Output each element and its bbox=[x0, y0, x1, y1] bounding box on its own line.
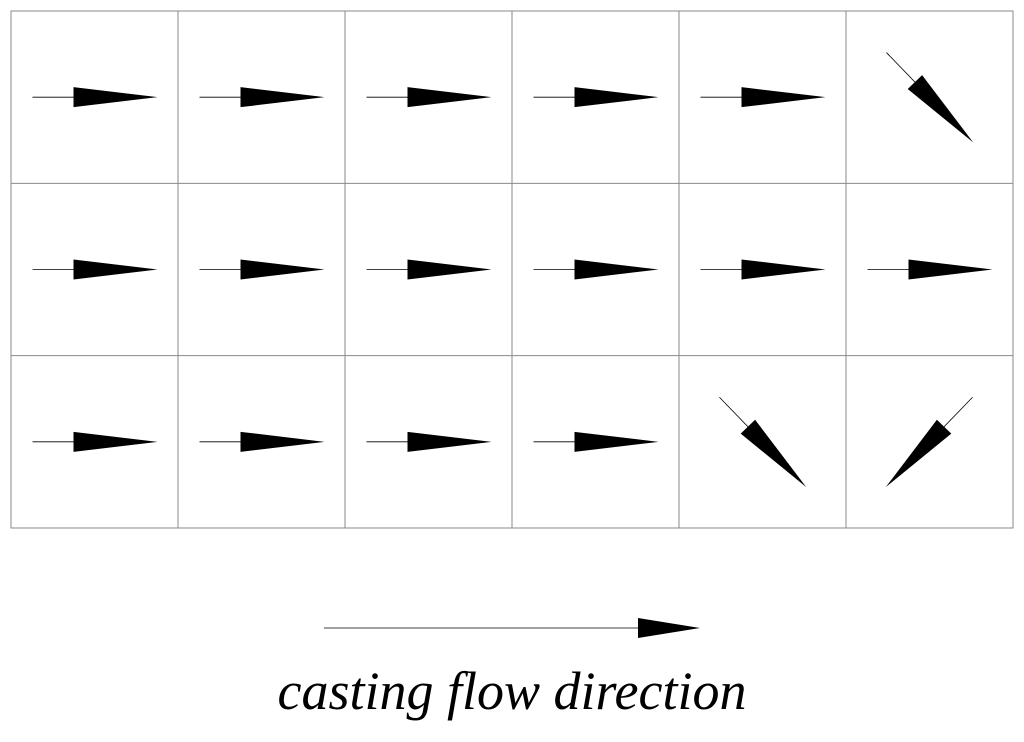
cell-arrow-right-icon bbox=[366, 259, 492, 280]
casting-flow-arrow-icon bbox=[324, 618, 700, 638]
cell-arrow-down-right-icon bbox=[719, 396, 807, 488]
cell-arrow-right-icon bbox=[32, 87, 158, 108]
cell-arrow-right-icon bbox=[700, 87, 826, 108]
cell-arrow-right-icon bbox=[32, 431, 158, 452]
cell-arrow-right-icon bbox=[533, 431, 659, 452]
cell-arrow-right-icon bbox=[533, 87, 659, 108]
cell-arrow-right-icon bbox=[32, 259, 158, 280]
cell-arrow-right-icon bbox=[366, 431, 492, 452]
grid-lines bbox=[10, 10, 1014, 529]
cell-arrows bbox=[32, 52, 993, 488]
cell-arrow-right-icon bbox=[199, 87, 325, 108]
cell-arrow-right-icon bbox=[533, 259, 659, 280]
cell-arrow-right-icon bbox=[199, 431, 325, 452]
cell-arrow-right-icon bbox=[867, 259, 993, 280]
cell-arrow-right-icon bbox=[366, 87, 492, 108]
casting-flow-direction-label: casting flow direction bbox=[277, 661, 747, 721]
cell-arrow-right-icon bbox=[199, 259, 325, 280]
cell-arrow-down-right-icon bbox=[886, 52, 974, 143]
cell-arrow-right-icon bbox=[700, 259, 826, 280]
cell-arrow-down-left-icon bbox=[885, 396, 973, 488]
